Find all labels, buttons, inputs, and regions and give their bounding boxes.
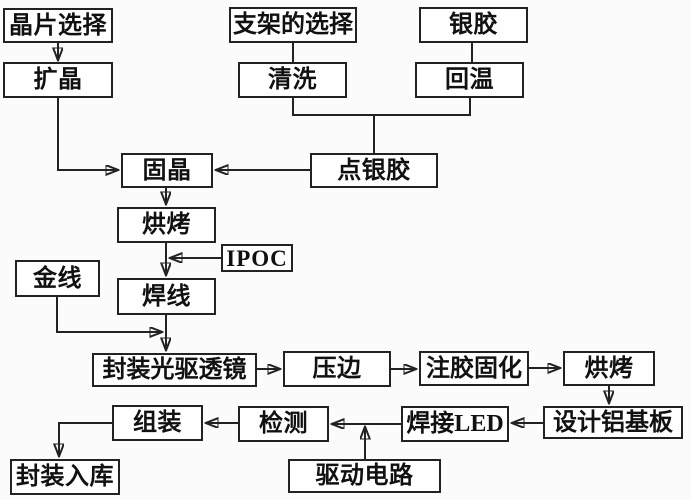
node-drive-circuit: 驱动电路 — [288, 459, 441, 493]
node-chip-selection: 晶片选择 — [3, 8, 113, 43]
node-assemble: 组装 — [112, 405, 203, 441]
node-wire-bond: 焊线 — [117, 278, 216, 315]
node-rewarm: 回温 — [415, 62, 524, 98]
edge-expand-to-diebond — [57, 98, 118, 170]
node-silver-glue: 银胶 — [419, 7, 528, 43]
node-bracket-selection: 支架的选择 — [229, 7, 357, 43]
node-bake-2: 烘烤 — [563, 351, 655, 386]
node-edge-press: 压边 — [283, 351, 391, 387]
node-solder-led: 焊接LED — [401, 406, 509, 442]
edge-goldwire-join — [56, 297, 162, 332]
node-cleaning: 清洗 — [238, 62, 347, 98]
node-gold-wire: 金线 — [15, 260, 100, 297]
node-al-substrate: 设计铝基板 — [543, 406, 683, 439]
node-glue-cure: 注胶固化 — [419, 351, 529, 386]
node-ipoc: IPOC — [221, 244, 293, 272]
node-lens-package: 封装光驱透镜 — [92, 353, 257, 387]
node-bake-1: 烘烤 — [117, 207, 216, 243]
node-dispense-silver-glue: 点银胶 — [310, 153, 438, 188]
node-expand-crystal: 扩晶 — [3, 62, 113, 98]
edge-cleaning-rewarm-junction — [292, 98, 471, 153]
node-inspect: 检测 — [238, 406, 329, 442]
node-die-bond: 固晶 — [121, 153, 213, 188]
edge-assemble-to-warehouse — [59, 422, 112, 456]
node-warehouse: 封装入库 — [10, 459, 120, 495]
